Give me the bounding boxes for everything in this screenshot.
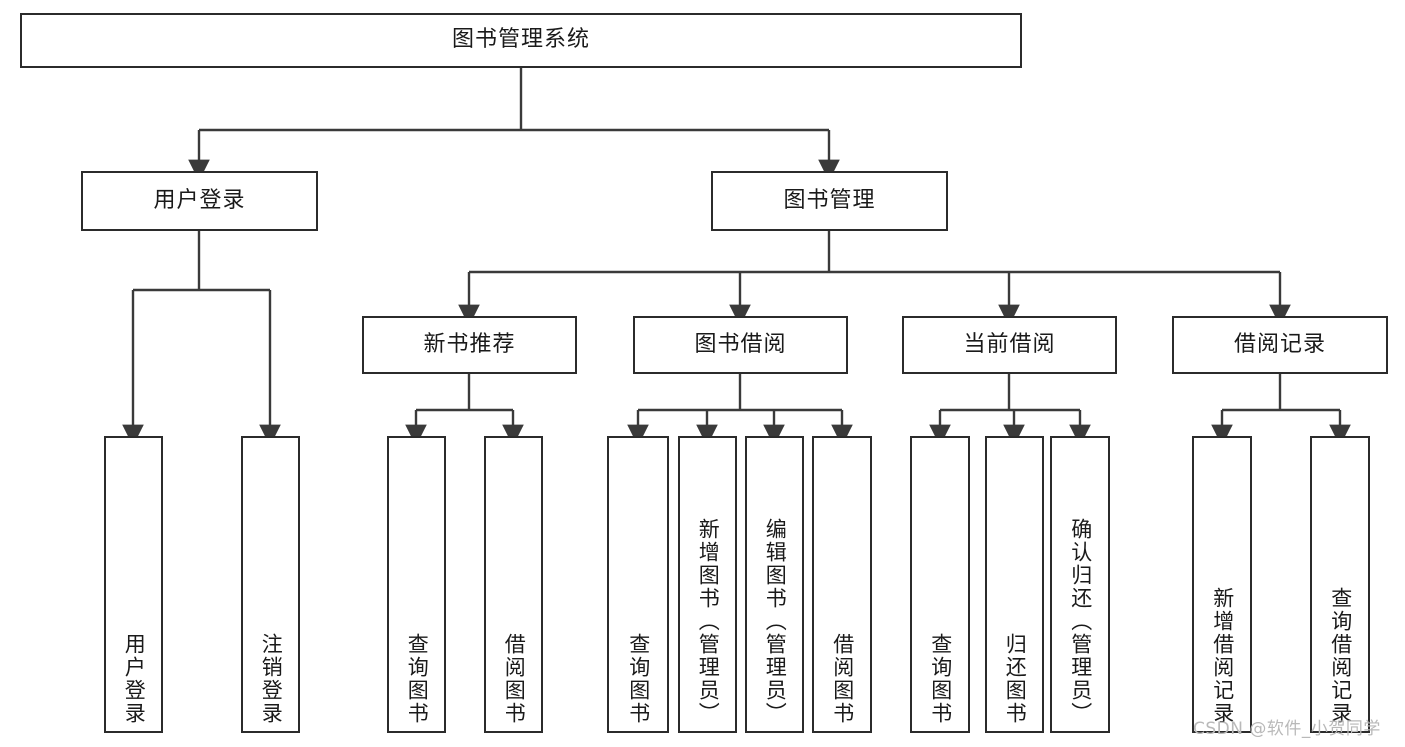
node-label: 图书管理系统 xyxy=(451,27,590,53)
leaf-node-leaf-user-login[interactable]: 用户登录 xyxy=(104,436,163,733)
node-label: 查询图书 xyxy=(405,633,430,725)
leaf-node-leaf-borrow-book[interactable]: 借阅图书 xyxy=(812,436,872,733)
node-label: 图书借阅 xyxy=(694,331,787,357)
level3-node-book-borrow[interactable]: 图书借阅 xyxy=(633,316,848,374)
level3-node-new-book-rec[interactable]: 新书推荐 xyxy=(362,316,577,374)
node-label: 借阅图书 xyxy=(830,633,855,725)
node-label: 用户登录 xyxy=(153,187,246,213)
node-label: 查询图书 xyxy=(928,633,953,725)
leaf-node-leaf-query-book-cur[interactable]: 查询图书 xyxy=(910,436,970,733)
level2-node-user-login[interactable]: 用户登录 xyxy=(81,171,318,231)
node-label: 确认归还（管理员） xyxy=(1068,518,1093,725)
node-label: 借阅记录 xyxy=(1233,331,1326,357)
node-label: 查询借阅记录 xyxy=(1328,587,1353,725)
leaf-node-leaf-query-book-rec[interactable]: 查询图书 xyxy=(387,436,446,733)
node-label: 归还图书 xyxy=(1003,633,1028,725)
leaf-node-leaf-add-book-admin[interactable]: 新增图书（管理员） xyxy=(678,436,737,733)
leaf-node-leaf-borrow-book-rec[interactable]: 借阅图书 xyxy=(484,436,543,733)
leaf-node-leaf-add-borrow-record[interactable]: 新增借阅记录 xyxy=(1192,436,1252,733)
root-node-root[interactable]: 图书管理系统 xyxy=(20,13,1022,68)
node-label: 查询图书 xyxy=(626,633,651,725)
leaf-node-leaf-confirm-return-admin[interactable]: 确认归还（管理员） xyxy=(1050,436,1110,733)
node-label: 编辑图书（管理员） xyxy=(763,518,788,725)
node-label: 注销登录 xyxy=(259,633,284,725)
level3-node-borrow-record[interactable]: 借阅记录 xyxy=(1172,316,1388,374)
leaf-node-leaf-edit-book-admin[interactable]: 编辑图书（管理员） xyxy=(745,436,804,733)
leaf-node-leaf-return-book[interactable]: 归还图书 xyxy=(985,436,1044,733)
level3-node-current-borrow[interactable]: 当前借阅 xyxy=(902,316,1117,374)
node-label: 用户登录 xyxy=(122,633,147,725)
leaf-node-leaf-logout[interactable]: 注销登录 xyxy=(241,436,300,733)
leaf-node-leaf-query-borrow-record[interactable]: 查询借阅记录 xyxy=(1310,436,1370,733)
node-label: 图书管理 xyxy=(783,187,876,213)
node-label: 借阅图书 xyxy=(502,633,527,725)
node-label: 新增图书（管理员） xyxy=(696,518,721,725)
leaf-node-leaf-query-book-borrow[interactable]: 查询图书 xyxy=(607,436,669,733)
watermark-text: CSDN @软件_小贺同学 xyxy=(1193,719,1381,739)
level2-node-book-manage[interactable]: 图书管理 xyxy=(711,171,948,231)
node-label: 新书推荐 xyxy=(423,331,516,357)
node-label: 当前借阅 xyxy=(963,331,1056,357)
node-label: 新增借阅记录 xyxy=(1210,587,1235,725)
